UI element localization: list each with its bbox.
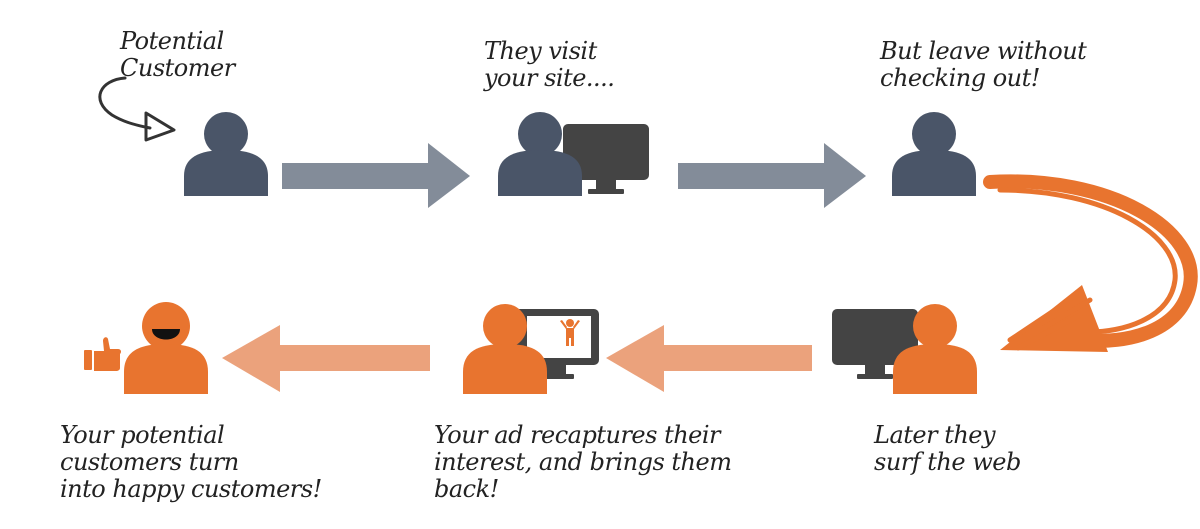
- ad-figure-icon: [560, 319, 580, 346]
- visitor-person-icon: [498, 112, 582, 196]
- flow-arrow-3: [606, 325, 812, 392]
- visitor-person-at-computer-icon: [498, 112, 649, 196]
- leaving-person-icon: [892, 112, 976, 196]
- flow-arrow-1: [282, 143, 470, 208]
- flow-arrow-4: [222, 325, 430, 392]
- monitor-icon: [563, 124, 649, 194]
- person-with-ad-icon: [463, 304, 599, 394]
- hand-drawn-arrow-icon: [98, 76, 176, 142]
- monitor-icon: [832, 309, 918, 379]
- surfing-person-at-computer-icon: [832, 304, 977, 394]
- step-label-leave: But leave without checking out!: [880, 37, 1087, 92]
- curved-return-arrow-icon: [983, 174, 1198, 352]
- surfing-person-icon: [893, 304, 977, 394]
- step-label-surf-web: Later they surf the web: [874, 421, 1021, 476]
- thumbs-up-icon: [84, 337, 122, 371]
- flow-arrow-2: [678, 143, 866, 208]
- step-label-potential-customer: Potential Customer: [120, 27, 235, 82]
- step-label-happy-customers: Your potential customers turn into happy…: [60, 421, 322, 503]
- potential-customer-person-icon: [184, 112, 268, 196]
- step-label-ad-recapture: Your ad recaptures their interest, and b…: [434, 421, 732, 503]
- smile-mouth: [152, 329, 180, 340]
- step-label-visit-site: They visit your site....: [484, 37, 615, 92]
- recaptured-person-icon: [463, 304, 547, 394]
- happy-person-icon: [124, 302, 208, 394]
